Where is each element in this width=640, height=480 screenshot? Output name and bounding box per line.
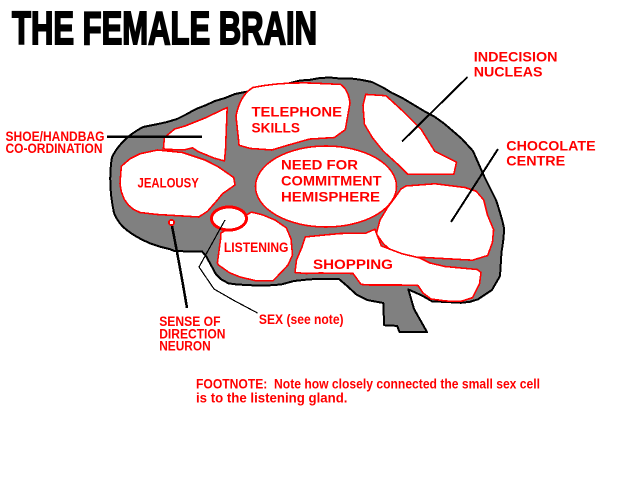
svg-text:HEMISPHERE: HEMISPHERE <box>281 190 380 205</box>
svg-text:COMMITMENT: COMMITMENT <box>281 174 382 189</box>
svg-text:NEED FOR: NEED FOR <box>281 157 358 172</box>
svg-text:LISTENING: LISTENING <box>224 240 289 255</box>
svg-text:SENSE OF: SENSE OF <box>159 314 220 329</box>
svg-text:SEX (see note): SEX (see note) <box>259 312 344 327</box>
svg-text:CO-ORDINATION: CO-ORDINATION <box>6 141 103 156</box>
svg-text:NUCLEAS: NUCLEAS <box>474 64 543 79</box>
svg-text:SHOE/HANDBAG: SHOE/HANDBAG <box>6 129 105 144</box>
svg-text:is to the listening gland.: is to the listening gland. <box>196 391 348 406</box>
svg-text:NEURON: NEURON <box>159 338 211 353</box>
svg-text:TELEPHONE: TELEPHONE <box>252 105 343 120</box>
svg-text:INDECISION: INDECISION <box>474 49 558 64</box>
svg-text:SHOPPING: SHOPPING <box>313 257 393 272</box>
svg-text:CHOCOLATE: CHOCOLATE <box>506 138 595 153</box>
svg-text:SKILLS: SKILLS <box>252 121 301 136</box>
svg-text:CENTRE: CENTRE <box>506 154 565 169</box>
svg-text:FOOTNOTE: Note how closely co: FOOTNOTE: Note how closely connected the… <box>196 377 540 392</box>
svg-text:JEALOUSY: JEALOUSY <box>138 176 199 191</box>
svg-text:THE FEMALE BRAIN: THE FEMALE BRAIN <box>12 2 317 54</box>
svg-text:DIRECTION: DIRECTION <box>159 327 225 342</box>
